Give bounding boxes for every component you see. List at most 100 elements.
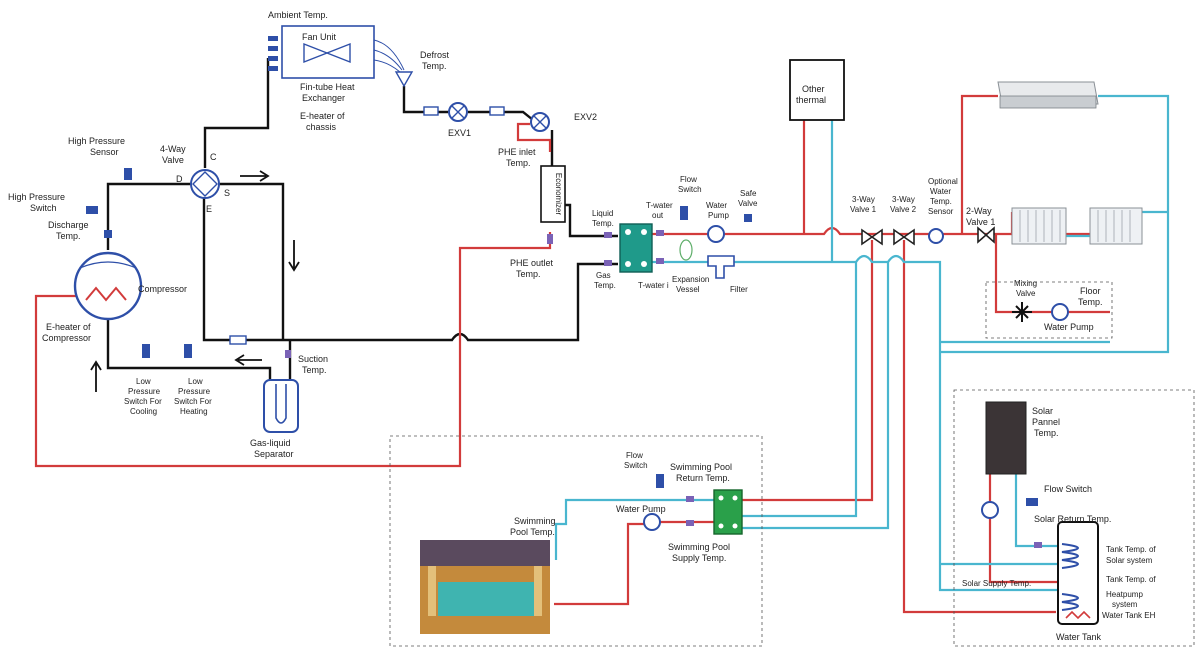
four-way-label-1: 4-Way: [160, 144, 186, 154]
eheater-chassis-label-2: chassis: [306, 122, 337, 132]
three-way-valve-1-icon: [861, 228, 883, 246]
gas-label-2: Temp.: [594, 281, 616, 290]
mixing-valve-icon: [1012, 302, 1032, 322]
flow-arrow-down: [288, 240, 300, 272]
phe-inlet-label-1: PHE inlet: [498, 147, 536, 157]
solar-return-sensor-icon: [1034, 542, 1042, 548]
tank-hp-label-3: system: [1112, 600, 1138, 609]
four-way-valve: [190, 169, 220, 199]
phe-outlet-label-1: PHE outlet: [510, 258, 554, 268]
strainer-1: [423, 106, 439, 116]
mixing-label-1: Mixing: [1014, 279, 1037, 288]
twater-in-label: T-water i: [638, 281, 669, 290]
phe-outlet-sensor-icon: [547, 234, 553, 244]
defrost-sensor-icon: [394, 71, 414, 88]
flow-switch-icon: [680, 206, 688, 220]
gas-temp-sensor-icon: [604, 260, 612, 266]
opt-sensor-label-1: Optional: [928, 177, 958, 186]
high-switch-label-1: High Pressure: [8, 192, 65, 202]
radiator-1: [1011, 207, 1067, 245]
defrost-label-2: Temp.: [422, 61, 447, 71]
port-d-label: D: [176, 174, 183, 184]
lp-cool-label-2: Pressure: [128, 387, 161, 396]
high-pressure-sensor-icon: [124, 168, 132, 180]
fin-tube-label-1: Fin-tube Heat: [300, 82, 355, 92]
high-pressure-switch-icon: [86, 206, 98, 214]
tank-eh-label: Water Tank EH: [1102, 611, 1156, 620]
solar-flow-label: Flow Switch: [1044, 484, 1092, 494]
plate-heat-exchanger: [619, 223, 653, 273]
lp-heat-label-1: Low: [188, 377, 203, 386]
pool-return-label-2: Return Temp.: [676, 473, 730, 483]
four-way-label-2: Valve: [162, 155, 184, 165]
valve3-1-label-2: Valve 1: [850, 205, 877, 214]
phe-inlet-label-2: Temp.: [506, 158, 531, 168]
valve3-1-label-1: 3-Way: [852, 195, 875, 204]
ambient-temp-sensor: [268, 36, 278, 71]
solar-return-label: Solar Return Temp.: [1034, 514, 1111, 524]
filter-label: Filter: [730, 285, 748, 294]
pool-pump-label: Water Pump: [616, 504, 666, 514]
port-c-label: C: [210, 152, 217, 162]
tank-eheater-icon: [1065, 610, 1091, 620]
eheater-comp-label-2: Compressor: [42, 333, 91, 343]
water-tank: [1057, 521, 1099, 625]
lp-cool-label-1: Low: [136, 377, 151, 386]
suction-temp-sensor-icon: [285, 350, 291, 358]
solar-panel-label-1: Solar: [1032, 406, 1053, 416]
safe-valve-label-1: Safe: [740, 189, 757, 198]
refrigerant-circuit: [106, 58, 618, 380]
pool-temp-label-2: Pool Temp.: [510, 527, 555, 537]
valve3-2-label-1: 3-Way: [892, 195, 915, 204]
low-pressure-cooling-switch-icon: [142, 344, 150, 358]
fin-tube-label-2: Exchanger: [302, 93, 345, 103]
floor-pump-label: Water Pump: [1044, 322, 1094, 332]
pool-supply-label-1: Swimming Pool: [668, 542, 730, 552]
expansion-label-2: Vessel: [676, 285, 700, 294]
eheater-comp-label-1: E-heater of: [46, 322, 91, 332]
valve2-label-2: Valve 1: [966, 217, 995, 227]
fan-unit-label: Fan Unit: [302, 32, 337, 42]
swimming-pool-image: [420, 540, 550, 634]
radiator-2: [1089, 207, 1143, 245]
gas-liquid-separator: [263, 379, 299, 433]
solar-panel-label-2: Pannel: [1032, 417, 1060, 427]
separator-label-2: Separator: [254, 449, 294, 459]
pool-hex: [713, 489, 743, 535]
solar-pump-icon: [981, 501, 999, 519]
discharge-label-1: Discharge: [48, 220, 89, 230]
water-tank-label: Water Tank: [1056, 632, 1102, 642]
pool-flow-label-2: Switch: [624, 461, 648, 470]
solar-panel: [985, 401, 1027, 475]
opt-sensor-label-2: Water: [930, 187, 951, 196]
pool-supply-sensor-icon: [686, 520, 694, 526]
filter-icon: [707, 255, 735, 279]
labels: Ambient Temp. Fan Unit Fin-tube Heat Exc…: [8, 10, 1156, 642]
flow-arrow-right: [240, 170, 270, 182]
expansion-vessel-icon: [679, 239, 693, 261]
other-thermal-label-1: Other: [802, 84, 825, 94]
pool-supply-label-2: Supply Temp.: [672, 553, 726, 563]
twater-out-label-1: T-water: [646, 201, 673, 210]
liquid-temp-sensor-icon: [604, 232, 612, 238]
solar-flow-switch-icon: [1026, 498, 1038, 506]
strainer-suction: [229, 335, 247, 345]
fan-coil-unit: [997, 81, 1099, 109]
valve2-label-1: 2-Way: [966, 206, 992, 216]
flow-switch-label-1: Flow: [680, 175, 697, 184]
three-way-valve-2-icon: [893, 228, 915, 246]
solar-tank-zone: [953, 389, 1195, 647]
ambient-label: Ambient Temp.: [268, 10, 328, 20]
twater-out-sensor-icon: [656, 230, 664, 236]
safe-valve-icon: [744, 214, 752, 222]
pool-flow-switch-icon: [656, 474, 664, 488]
low-pressure-heating-switch-icon: [184, 344, 192, 358]
high-sensor-label-2: Sensor: [90, 147, 119, 157]
pool-temp-label-1: Swimming: [514, 516, 556, 526]
tank-solar-label-2: Solar system: [1106, 556, 1153, 565]
water-pump-label-1: Water: [706, 201, 727, 210]
twater-out-label-2: out: [652, 211, 664, 220]
separator-label-1: Gas-liquid: [250, 438, 291, 448]
solar-panel-label-3: Temp.: [1034, 428, 1059, 438]
